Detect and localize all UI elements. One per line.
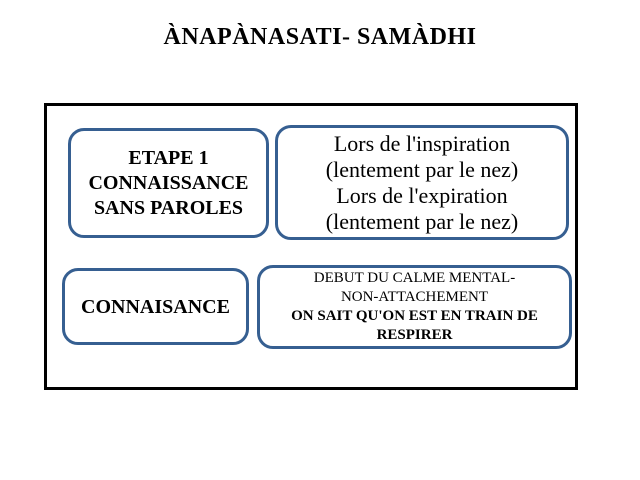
diagram-frame: ETAPE 1 CONNAISSANCE SANS PAROLES Lors d… <box>44 103 578 390</box>
box-line: ON SAIT QU'ON EST EN TRAIN DE <box>291 308 538 324</box>
box-line: Lors de l'inspiration <box>333 130 511 156</box>
box-line: (lentement par le nez) <box>325 208 519 234</box>
box-line: CONNAISANCE <box>81 295 230 318</box>
box-line: NON-ATTACHEMENT <box>340 289 489 305</box>
box-line: (lentement par le nez) <box>325 156 519 182</box>
box-line: RESPIRER <box>376 327 453 343</box>
box-inspiration-expiration: Lors de l'inspiration (lentement par le … <box>275 125 569 240</box>
box-line: CONNAISSANCE <box>88 171 249 194</box>
box-line: DEBUT DU CALME MENTAL- <box>313 270 516 286</box>
slide-title: ÀNAPÀNASATI- SAMÀDHI <box>163 24 477 50</box>
box-line: SANS PAROLES <box>93 196 244 219</box>
box-line: ETAPE 1 <box>128 146 209 169</box>
box-line: Lors de l'expiration <box>336 182 508 208</box>
box-calme-mental: DEBUT DU CALME MENTAL- NON-ATTACHEMENT O… <box>257 265 572 349</box>
box-connaisance: CONNAISANCE <box>62 268 249 345</box>
box-etape-1: ETAPE 1 CONNAISSANCE SANS PAROLES <box>68 128 269 238</box>
